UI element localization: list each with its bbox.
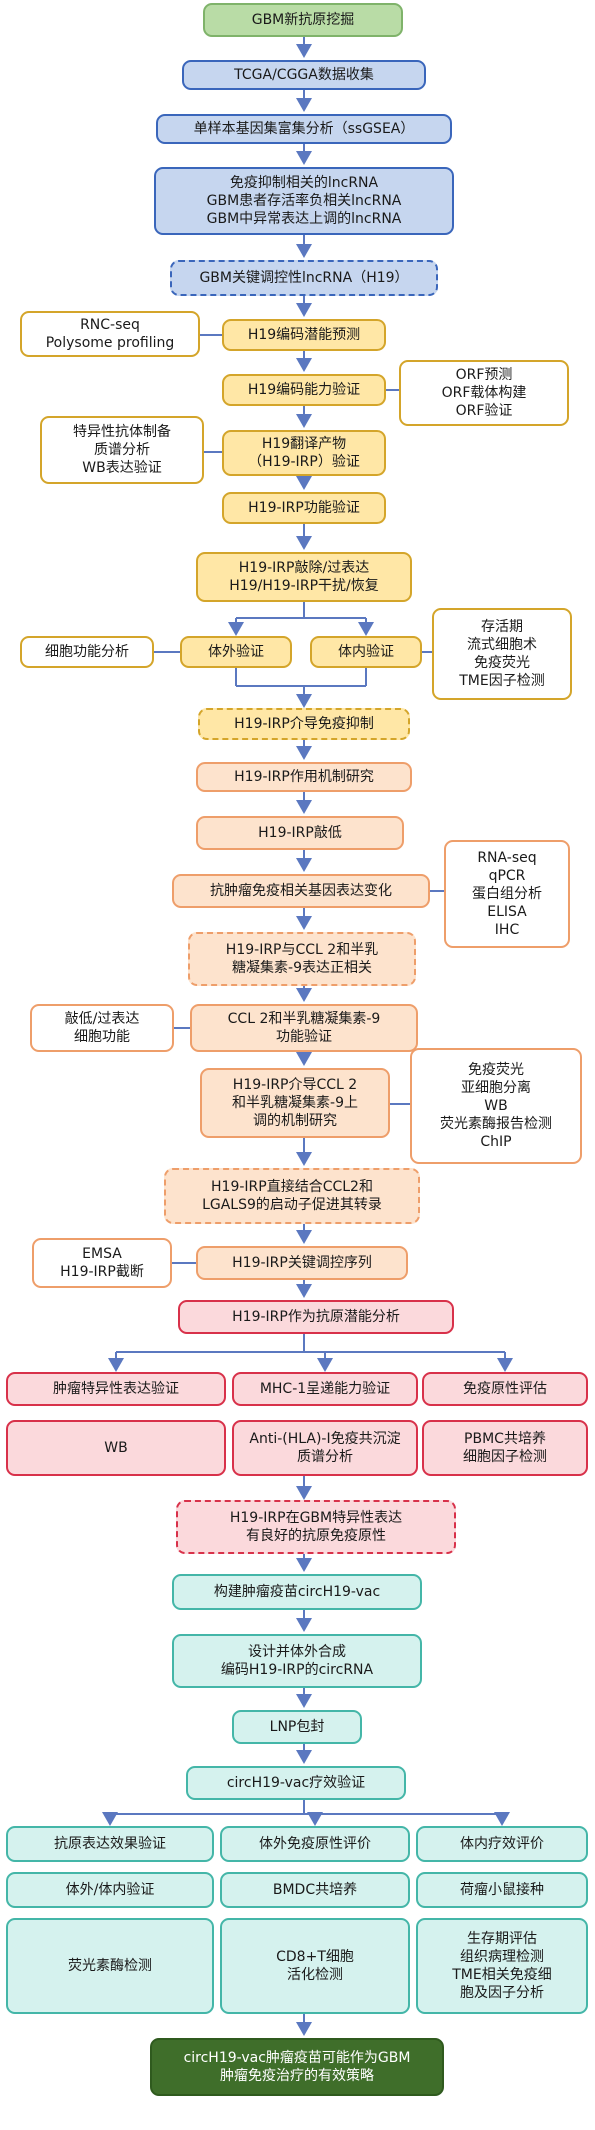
- node-antigen-expression: 抗原表达效果验证: [6, 1826, 214, 1862]
- node-rnc-seq: RNC-seq Polysome profiling: [20, 311, 200, 357]
- node-ccl2-correlation: H19-IRP与CCL 2和半乳 糖凝集素-9表达正相关: [188, 932, 416, 986]
- node-knockout-overexpression: H19-IRP敲除/过表达 H19/H19-IRP干扰/恢复: [196, 552, 412, 602]
- node-gbm-neoantigen: GBM新抗原挖掘: [203, 3, 403, 37]
- node-tcga-data: TCGA/CGGA数据收集: [182, 60, 426, 90]
- node-efficacy-validation: circH19-vac疗效验证: [186, 1766, 406, 1800]
- node-hla-ip: Anti-(HLA)-I免疫共沉淀 质谱分析: [232, 1420, 418, 1476]
- node-in-vivo-efficacy: 体内疗效评价: [416, 1826, 588, 1862]
- node-lncrna-criteria: 免疫抑制相关的lncRNA GBM患者存活率负相关lncRNA GBM中异常表达…: [154, 167, 454, 235]
- node-ssgsea: 单样本基因集富集分析（ssGSEA）: [156, 114, 452, 144]
- node-in-vitro-immunogenicity: 体外免疫原性评价: [220, 1826, 410, 1862]
- node-in-vitro-in-vivo: 体外/体内验证: [6, 1872, 214, 1908]
- node-rnaseq-methods: RNA-seq qPCR 蛋白组分析 ELISA IHC: [444, 840, 570, 948]
- node-mechanism-study: H19-IRP作用机制研究: [196, 762, 412, 792]
- node-promoter-binding: H19-IRP直接结合CCL2和 LGALS9的启动子促进其转录: [164, 1168, 420, 1224]
- node-knockdown-cell-function: 敲低/过表达 细胞功能: [30, 1004, 174, 1052]
- node-mhc-presentation: MHC-1呈递能力验证: [232, 1372, 418, 1406]
- node-cell-function-analysis: 细胞功能分析: [20, 636, 154, 668]
- node-mechanism-methods: 免疫荧光 亚细胞分离 WB 荧光素酶报告检测 ChIP: [410, 1048, 582, 1164]
- node-circrna-design: 设计并体外合成 编码H19-IRP的circRNA: [172, 1634, 422, 1688]
- node-wb: WB: [6, 1420, 226, 1476]
- node-luciferase: 荧光素酶检测: [6, 1918, 214, 2014]
- node-key-lncrna-h19: GBM关键调控性lncRNA（H19）: [170, 260, 438, 296]
- node-lnp: LNP包封: [232, 1710, 362, 1744]
- node-antibody-methods: 特异性抗体制备 质谱分析 WB表达验证: [40, 416, 204, 484]
- node-tumor-mice: 荷瘤小鼠接种: [416, 1872, 588, 1908]
- node-h19-coding-validation: H19编码能力验证: [222, 374, 386, 406]
- node-orf-methods: ORF预测 ORF载体构建 ORF验证: [399, 360, 569, 426]
- node-antigen-potential: H19-IRP作为抗原潜能分析: [178, 1300, 454, 1334]
- node-in-vitro: 体外验证: [180, 636, 292, 668]
- node-cd8-activation: CD8+T细胞 活化检测: [220, 1918, 410, 2014]
- node-survival-eval: 生存期评估 组织病理检测 TME相关免疫细 胞及因子分析: [416, 1918, 588, 2014]
- node-emsa: EMSA H19-IRP截断: [32, 1238, 172, 1288]
- node-immunosuppression: H19-IRP介导免疫抑制: [198, 708, 410, 740]
- node-h19-irp-function: H19-IRP功能验证: [222, 492, 386, 524]
- node-key-regulatory-seq: H19-IRP关键调控序列: [196, 1246, 408, 1280]
- node-gbm-specific-conclusion: H19-IRP在GBM特异性表达 有良好的抗原免疫原性: [176, 1500, 456, 1554]
- node-ccl2-function: CCL 2和半乳糖凝集素-9 功能验证: [190, 1004, 418, 1052]
- node-bmdc: BMDC共培养: [220, 1872, 410, 1908]
- node-tumor-specific-expr: 肿瘤特异性表达验证: [6, 1372, 226, 1406]
- node-in-vivo: 体内验证: [310, 636, 422, 668]
- node-knockdown: H19-IRP敲低: [196, 816, 404, 850]
- node-final-conclusion: circH19-vac肿瘤疫苗可能作为GBM 肿瘤免疫治疗的有效策略: [150, 2038, 444, 2096]
- node-h19-irp-verify: H19翻译产物 （H19-IRP）验证: [222, 430, 386, 476]
- node-h19-coding-prediction: H19编码潜能预测: [222, 319, 386, 351]
- node-gene-expression-change: 抗肿瘤免疫相关基因表达变化: [172, 874, 430, 908]
- node-build-vaccine: 构建肿瘤疫苗circH19-vac: [172, 1574, 422, 1610]
- node-pbmc: PBMC共培养 细胞因子检测: [422, 1420, 588, 1476]
- node-immunogenicity: 免疫原性评估: [422, 1372, 588, 1406]
- node-in-vivo-methods: 存活期 流式细胞术 免疫荧光 TME因子检测: [432, 608, 572, 700]
- node-ccl2-mechanism: H19-IRP介导CCL 2 和半乳糖凝集素-9上 调的机制研究: [200, 1068, 390, 1138]
